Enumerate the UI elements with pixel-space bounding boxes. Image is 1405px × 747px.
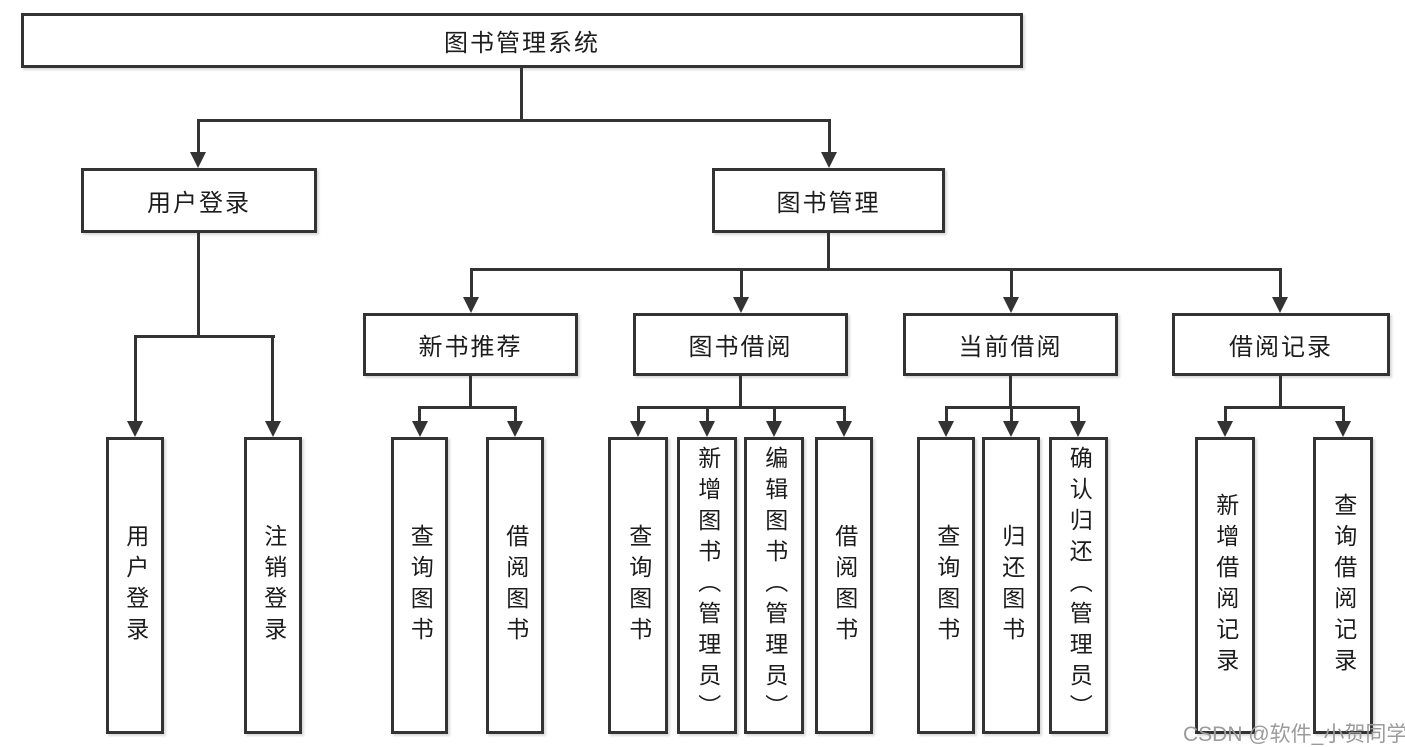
- leaf-query-books-recommend-label: 查询图书: [407, 523, 434, 648]
- arrow-down-icon: [1272, 297, 1288, 313]
- connector-to-book-management: [828, 119, 831, 153]
- leaf-return-books-label: 归还图书: [998, 523, 1025, 648]
- connector-records-stem: [1279, 376, 1282, 408]
- leaf-confirm-return-admin: 确认归还（管理员）: [1049, 437, 1108, 734]
- leaf-add-book-admin: 新增图书（管理员）: [677, 437, 737, 734]
- connector-line: [637, 406, 640, 422]
- leaf-borrow-books: 借阅图书: [815, 437, 873, 734]
- node-borrow-records-label: 借阅记录: [1229, 334, 1333, 361]
- connector-to-current-borrow: [1010, 268, 1013, 298]
- arrow-down-icon: [507, 421, 523, 437]
- arrow-down-icon: [1003, 297, 1019, 313]
- arrow-down-icon: [766, 421, 782, 437]
- arrow-down-icon: [1003, 421, 1019, 437]
- connector-book-mgmt-bar: [470, 268, 1282, 271]
- leaf-edit-book-admin-label: 编辑图书（管理员）: [761, 446, 788, 725]
- node-book-management: 图书管理: [712, 168, 945, 233]
- arrow-down-icon: [127, 421, 143, 437]
- node-root-label: 图书管理系统: [444, 30, 600, 57]
- node-book-borrow: 图书借阅: [633, 313, 848, 376]
- connector-line: [418, 406, 421, 422]
- arrow-down-icon: [821, 152, 837, 168]
- leaf-return-books: 归还图书: [982, 437, 1040, 734]
- arrow-down-icon: [938, 421, 954, 437]
- connector-to-leaf-user-login: [134, 335, 137, 423]
- arrow-down-icon: [836, 421, 852, 437]
- node-new-book-recommend-label: 新书推荐: [418, 334, 523, 361]
- leaf-user-login-label: 用户登录: [122, 523, 149, 648]
- leaf-add-book-admin-label: 新增图书（管理员）: [694, 446, 721, 725]
- arrow-down-icon: [1217, 421, 1233, 437]
- connector-records-bar: [1224, 406, 1344, 409]
- arrow-down-icon: [699, 421, 715, 437]
- leaf-query-books-current-label: 查询图书: [933, 523, 960, 648]
- connector-recommend-stem: [469, 376, 472, 408]
- connector-to-new-book-recommend: [470, 268, 473, 298]
- connector-to-leaf-logout: [271, 335, 274, 423]
- connector-line: [1010, 406, 1013, 422]
- leaf-borrow-books-recommend-label: 借阅图书: [502, 523, 529, 648]
- connector-line: [706, 406, 709, 422]
- leaf-logout: 注销登录: [244, 437, 302, 734]
- leaf-query-books-borrow-label: 查询图书: [625, 523, 652, 648]
- connector-to-user-login: [197, 119, 200, 153]
- connector-user-login-bar: [134, 335, 275, 338]
- node-current-borrow-label: 当前借阅: [958, 334, 1063, 361]
- node-current-borrow: 当前借阅: [903, 313, 1118, 376]
- connector-line: [1342, 406, 1345, 422]
- node-borrow-records: 借阅记录: [1172, 313, 1390, 376]
- arrow-down-icon: [1070, 421, 1086, 437]
- connector-borrow-bar: [637, 406, 846, 409]
- arrow-down-icon: [412, 421, 428, 437]
- connector-to-borrow-records: [1279, 268, 1282, 298]
- connector-user-login-stem: [197, 233, 200, 337]
- leaf-query-books-current: 查询图书: [917, 437, 975, 734]
- leaf-borrow-books-recommend: 借阅图书: [486, 437, 544, 734]
- leaf-edit-book-admin: 编辑图书（管理员）: [744, 437, 804, 734]
- connector-line: [1077, 406, 1080, 422]
- connector-recommend-bar: [418, 406, 517, 409]
- node-new-book-recommend: 新书推荐: [363, 313, 578, 376]
- leaf-confirm-return-admin-label: 确认归还（管理员）: [1066, 446, 1093, 725]
- leaf-add-borrow-record-label: 新增借阅记录: [1212, 492, 1239, 679]
- connector-to-book-borrow: [740, 268, 743, 298]
- node-book-borrow-label: 图书借阅: [688, 334, 793, 361]
- node-user-login-label: 用户登录: [147, 190, 251, 217]
- arrow-down-icon: [733, 297, 749, 313]
- leaf-query-books-borrow: 查询图书: [608, 437, 668, 734]
- leaf-query-borrow-record: 查询借阅记录: [1313, 437, 1373, 734]
- connector-line: [773, 406, 776, 422]
- connector-line: [514, 406, 517, 422]
- connector-borrow-stem: [739, 376, 742, 408]
- leaf-user-login: 用户登录: [106, 437, 164, 734]
- node-root-library-system: 图书管理系统: [21, 13, 1023, 68]
- arrow-down-icon: [265, 421, 281, 437]
- connector-book-mgmt-stem: [827, 233, 830, 270]
- leaf-add-borrow-record: 新增借阅记录: [1195, 437, 1255, 734]
- arrow-down-icon: [190, 152, 206, 168]
- connector-current-stem: [1009, 376, 1012, 408]
- leaf-borrow-books-label: 借阅图书: [831, 523, 858, 648]
- connector-line: [1224, 406, 1227, 422]
- connector-root-stem: [520, 68, 523, 119]
- arrow-down-icon: [463, 297, 479, 313]
- node-book-management-label: 图书管理: [776, 190, 881, 217]
- node-user-login: 用户登录: [81, 168, 317, 233]
- leaf-logout-label: 注销登录: [260, 523, 287, 648]
- leaf-query-books-recommend: 查询图书: [391, 437, 448, 734]
- connector-root-bar: [198, 119, 831, 122]
- arrow-down-icon: [1335, 421, 1351, 437]
- arrow-down-icon: [630, 421, 646, 437]
- connector-line: [945, 406, 948, 422]
- connector-line: [843, 406, 846, 422]
- leaf-query-borrow-record-label: 查询借阅记录: [1330, 492, 1357, 679]
